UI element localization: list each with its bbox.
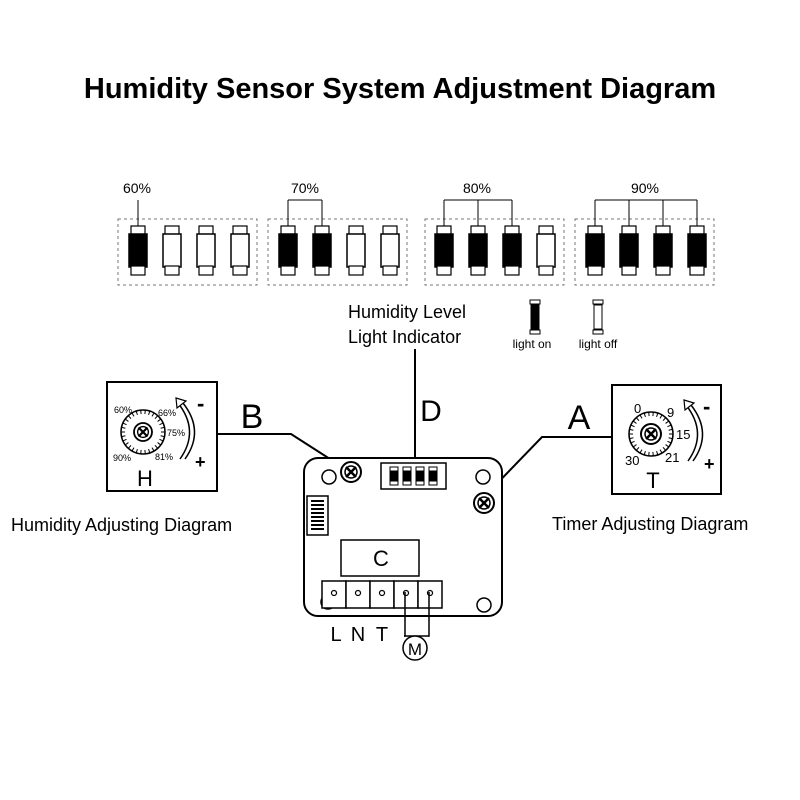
- led-row: [278, 225, 400, 276]
- timer-minus-label: -: [703, 394, 710, 419]
- led-off-icon: [593, 304, 603, 330]
- humidity-panel: 60% 66% 75% 81% 90% - + H: [106, 381, 218, 492]
- humidity-scale-label: 90%: [113, 453, 131, 463]
- led-on-icon: [530, 304, 540, 330]
- mount-hole-icon: [476, 597, 492, 613]
- level-group-70: 70%: [267, 180, 408, 286]
- control-board: C: [303, 457, 503, 617]
- humidity-scale-label: 66%: [158, 408, 176, 418]
- humidity-scale-label: 81%: [155, 452, 173, 462]
- humidity-dial-label: H: [137, 466, 153, 491]
- chip-label: C: [373, 546, 389, 571]
- led-row: [585, 225, 707, 276]
- terminal-label-l: L: [330, 624, 341, 646]
- arrow-head-icon: [683, 399, 696, 412]
- callout-line-a: [483, 436, 612, 498]
- led-on-icon: [434, 225, 454, 276]
- terminal-block: [321, 580, 443, 609]
- led-on-icon: [128, 225, 148, 276]
- humidity-dial-ticks: [121, 410, 165, 454]
- terminal-screw: [321, 580, 347, 609]
- level-label: 90%: [631, 180, 659, 196]
- timer-scale-label: 0: [634, 401, 641, 416]
- indicator-title-line1: Humidity Level: [348, 302, 466, 322]
- legend-on-label: light on: [513, 337, 552, 351]
- level-group-80: 80%: [424, 180, 565, 286]
- level-bracket: [443, 199, 513, 226]
- page-title: Humidity Sensor System Adjustment Diagra…: [84, 73, 716, 105]
- led-off-icon: [380, 225, 400, 276]
- led-on-icon: [312, 225, 332, 276]
- led-on-icon: [278, 225, 298, 276]
- chip-c: [340, 539, 420, 577]
- timer-scale-label: 30: [625, 453, 639, 468]
- legend-light-off: light off: [579, 299, 618, 351]
- timer-scale-label: 15: [676, 427, 690, 442]
- arrow-head-icon: [175, 397, 188, 410]
- timer-adjust-arc-icon: [685, 404, 704, 462]
- humidity-plus-label: +: [195, 452, 206, 472]
- timer-dial-label: T: [646, 468, 659, 493]
- terminal-screw: [369, 580, 395, 609]
- board-led-icon: [415, 466, 425, 486]
- led-on-icon: [653, 225, 673, 276]
- level-group-90: 90%: [574, 180, 715, 286]
- led-on-icon: [619, 225, 639, 276]
- humidity-minus-label: -: [197, 391, 204, 416]
- humidity-panel-caption: Humidity Adjusting Diagram: [11, 515, 232, 535]
- level-bracket: [594, 199, 698, 226]
- timer-plus-label: +: [704, 454, 715, 474]
- led-row: [128, 225, 250, 276]
- terminal-label-t: T: [376, 624, 388, 646]
- led-row: [434, 225, 556, 276]
- board-led-icon: [402, 466, 412, 486]
- timer-scale-label: 9: [667, 405, 674, 420]
- led-off-icon: [536, 225, 556, 276]
- level-label: 60%: [123, 180, 151, 196]
- terminal-screw: [417, 580, 443, 609]
- mount-hole-icon: [321, 469, 337, 485]
- callout-line-b: [217, 433, 345, 469]
- level-group-60: 60%: [117, 180, 258, 286]
- legend-light-on: light on: [513, 299, 552, 351]
- led-on-icon: [687, 225, 707, 276]
- callout-a-label: A: [568, 399, 591, 437]
- terminal-screw: [345, 580, 371, 609]
- level-label: 70%: [291, 180, 319, 196]
- board-led-row: [389, 466, 438, 486]
- mount-hole-icon: [475, 469, 491, 485]
- board-led-icon: [428, 466, 438, 486]
- callout-d-label: D: [420, 395, 442, 428]
- level-bracket: [287, 199, 323, 226]
- timer-panel: 0 9 15 21 30 - + T: [611, 384, 722, 495]
- led-on-icon: [585, 225, 605, 276]
- callout-b-label: B: [241, 398, 264, 436]
- led-on-icon: [468, 225, 488, 276]
- level-label: 80%: [463, 180, 491, 196]
- humidity-adjust-screw-icon[interactable]: [339, 460, 363, 484]
- screw-icon: [132, 421, 154, 443]
- led-on-icon: [502, 225, 522, 276]
- board-led-icon: [389, 466, 399, 486]
- legend-off-label: light off: [579, 337, 618, 351]
- terminal-label-n: N: [351, 624, 365, 646]
- led-off-icon: [196, 225, 216, 276]
- terminal-screw: [393, 580, 419, 609]
- indicator-title-line2: Light Indicator: [348, 327, 461, 347]
- humidity-scale-label: 75%: [167, 428, 185, 438]
- led-off-icon: [230, 225, 250, 276]
- humidity-sensor-grill: [311, 500, 324, 530]
- humidity-adjust-arc-icon: [177, 402, 196, 460]
- humidity-scale-label: 60%: [114, 405, 132, 415]
- motor-label: M: [408, 640, 422, 659]
- motor-icon: [402, 635, 428, 661]
- led-off-icon: [346, 225, 366, 276]
- led-off-icon: [162, 225, 182, 276]
- timer-adjust-screw-icon[interactable]: [472, 491, 496, 515]
- timer-dial-ticks: [629, 412, 673, 456]
- screw-icon: [639, 422, 663, 446]
- timer-scale-label: 21: [665, 450, 679, 465]
- timer-panel-caption: Timer Adjusting Diagram: [552, 514, 748, 534]
